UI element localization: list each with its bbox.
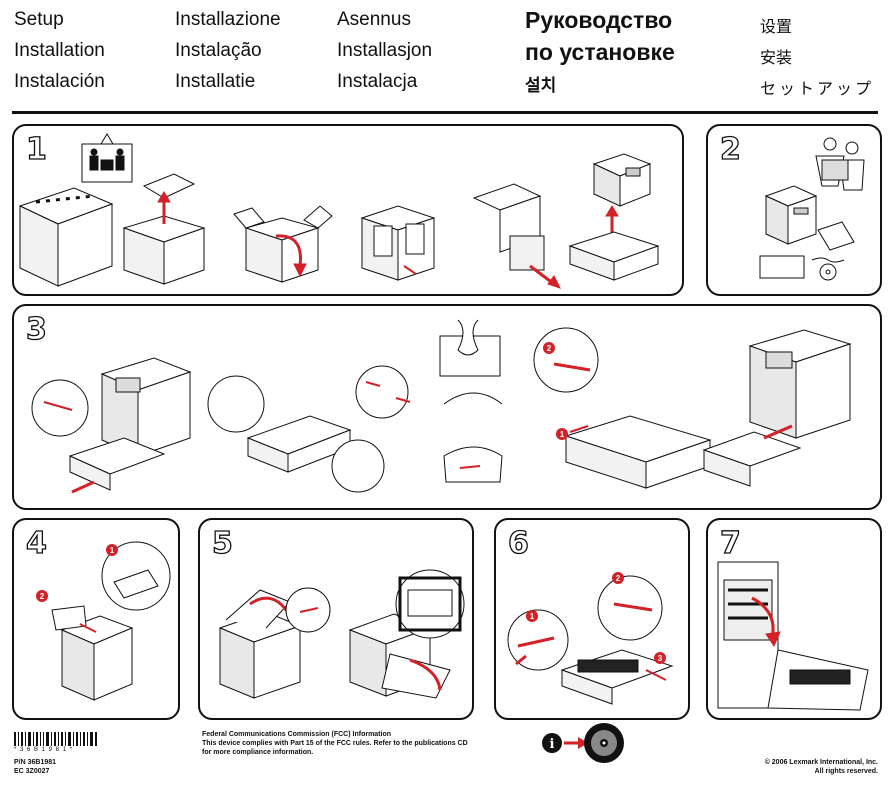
title-installatie: Installatie xyxy=(175,71,256,92)
box-contents-illustration xyxy=(759,137,865,281)
header-cjk: 设置 安装 セットアップ xyxy=(760,12,874,105)
two-person-lift-icon xyxy=(81,133,133,183)
step-number-3: 3 xyxy=(25,311,47,347)
copyright: © 2006 Lexmark International, Inc. xyxy=(764,759,878,766)
title-instalacion: Instalación xyxy=(14,71,105,92)
fcc-line-1: This device complies with Part 15 of the… xyxy=(202,740,468,747)
header-russian: Руководство по установке xyxy=(525,4,675,68)
panel-step-2: 2 xyxy=(706,124,882,296)
title-instalacja: Instalacja xyxy=(337,71,418,92)
panel-step-5: 5 xyxy=(198,518,474,720)
unpacking-illustrations xyxy=(18,133,660,289)
title-installazione: Installazione xyxy=(175,9,281,30)
box-opened xyxy=(122,173,206,285)
step-number-6: 6 xyxy=(507,525,529,561)
panel-step-6: 6 1 2 3 xyxy=(494,518,690,720)
callout-6-c: 3 xyxy=(658,654,663,663)
box-dismantle xyxy=(472,183,561,289)
callout-4-b: 2 xyxy=(40,592,45,601)
panel-step-4: 4 1 2 xyxy=(12,518,180,720)
callout-6-b: 2 xyxy=(616,574,621,583)
title-japanese-kanji: 安装 xyxy=(760,50,793,67)
step-number-4: 4 xyxy=(25,525,47,561)
title-setup: Setup xyxy=(14,9,64,30)
paper-tray-illustrations: 2 1 xyxy=(31,319,852,494)
info-icon-glyph: i xyxy=(550,737,555,752)
barcode-number: * 3 6 B 1 9 8 1 * xyxy=(14,747,74,753)
callout-4-a: 1 xyxy=(110,546,115,555)
rights-reserved: All rights reserved. xyxy=(814,768,878,775)
title-chinese-simplified: 设置 xyxy=(760,19,793,36)
title-russian-2: по установке xyxy=(525,39,675,65)
step-number-7: 7 xyxy=(719,525,741,561)
fcc-title: Federal Communications Commission (FCC) … xyxy=(202,731,392,738)
barcode xyxy=(14,732,97,746)
title-japanese-kana: セットアップ xyxy=(760,81,875,98)
step-number-1: 1 xyxy=(25,131,47,167)
header-col-english: Setup Installation Instalación xyxy=(14,4,105,97)
title-russian-1: Руководство xyxy=(525,7,673,33)
packing-material-removal-illustration: 1 2 3 xyxy=(507,572,674,705)
callout-6-a: 1 xyxy=(530,612,535,621)
header-col-italian: Installazione Instalação Installatie xyxy=(175,4,281,97)
callout-3-a: 2 xyxy=(547,344,552,353)
step-number-5: 5 xyxy=(211,525,233,561)
panel-step-3: 3 xyxy=(12,304,882,510)
header-divider xyxy=(12,111,878,114)
title-installasjon: Installasjon xyxy=(337,40,433,61)
title-asennus: Asennus xyxy=(337,9,411,30)
info-icon xyxy=(542,733,562,753)
title-instalacao: Instalação xyxy=(175,40,262,61)
ec-number: EC 3Z0027 xyxy=(14,768,50,775)
close-front-door-illustration xyxy=(717,561,869,711)
box-flaps-open xyxy=(233,205,333,283)
title-installation: Installation xyxy=(14,40,105,61)
output-bin-illustration: 1 2 xyxy=(36,541,171,701)
step-3-callouts xyxy=(543,342,568,440)
box-foam-removal xyxy=(360,205,436,281)
panel-step-1: 1 xyxy=(12,124,684,296)
header-col-finnish: Asennus Installasjon Instalacja xyxy=(337,4,432,97)
printer-lifted xyxy=(568,153,660,281)
panel-step-7: 7 xyxy=(706,518,882,720)
callout-3-b: 1 xyxy=(560,430,565,439)
publications-cd-reference: i xyxy=(542,723,624,763)
step-number-2: 2 xyxy=(719,131,741,167)
fcc-line-2: for more compliance information. xyxy=(202,749,314,756)
title-korean: 설치 xyxy=(525,76,557,95)
shipping-box xyxy=(18,187,114,287)
toner-install-illustration xyxy=(218,569,465,699)
part-number: P/N 36B1981 xyxy=(14,759,57,766)
